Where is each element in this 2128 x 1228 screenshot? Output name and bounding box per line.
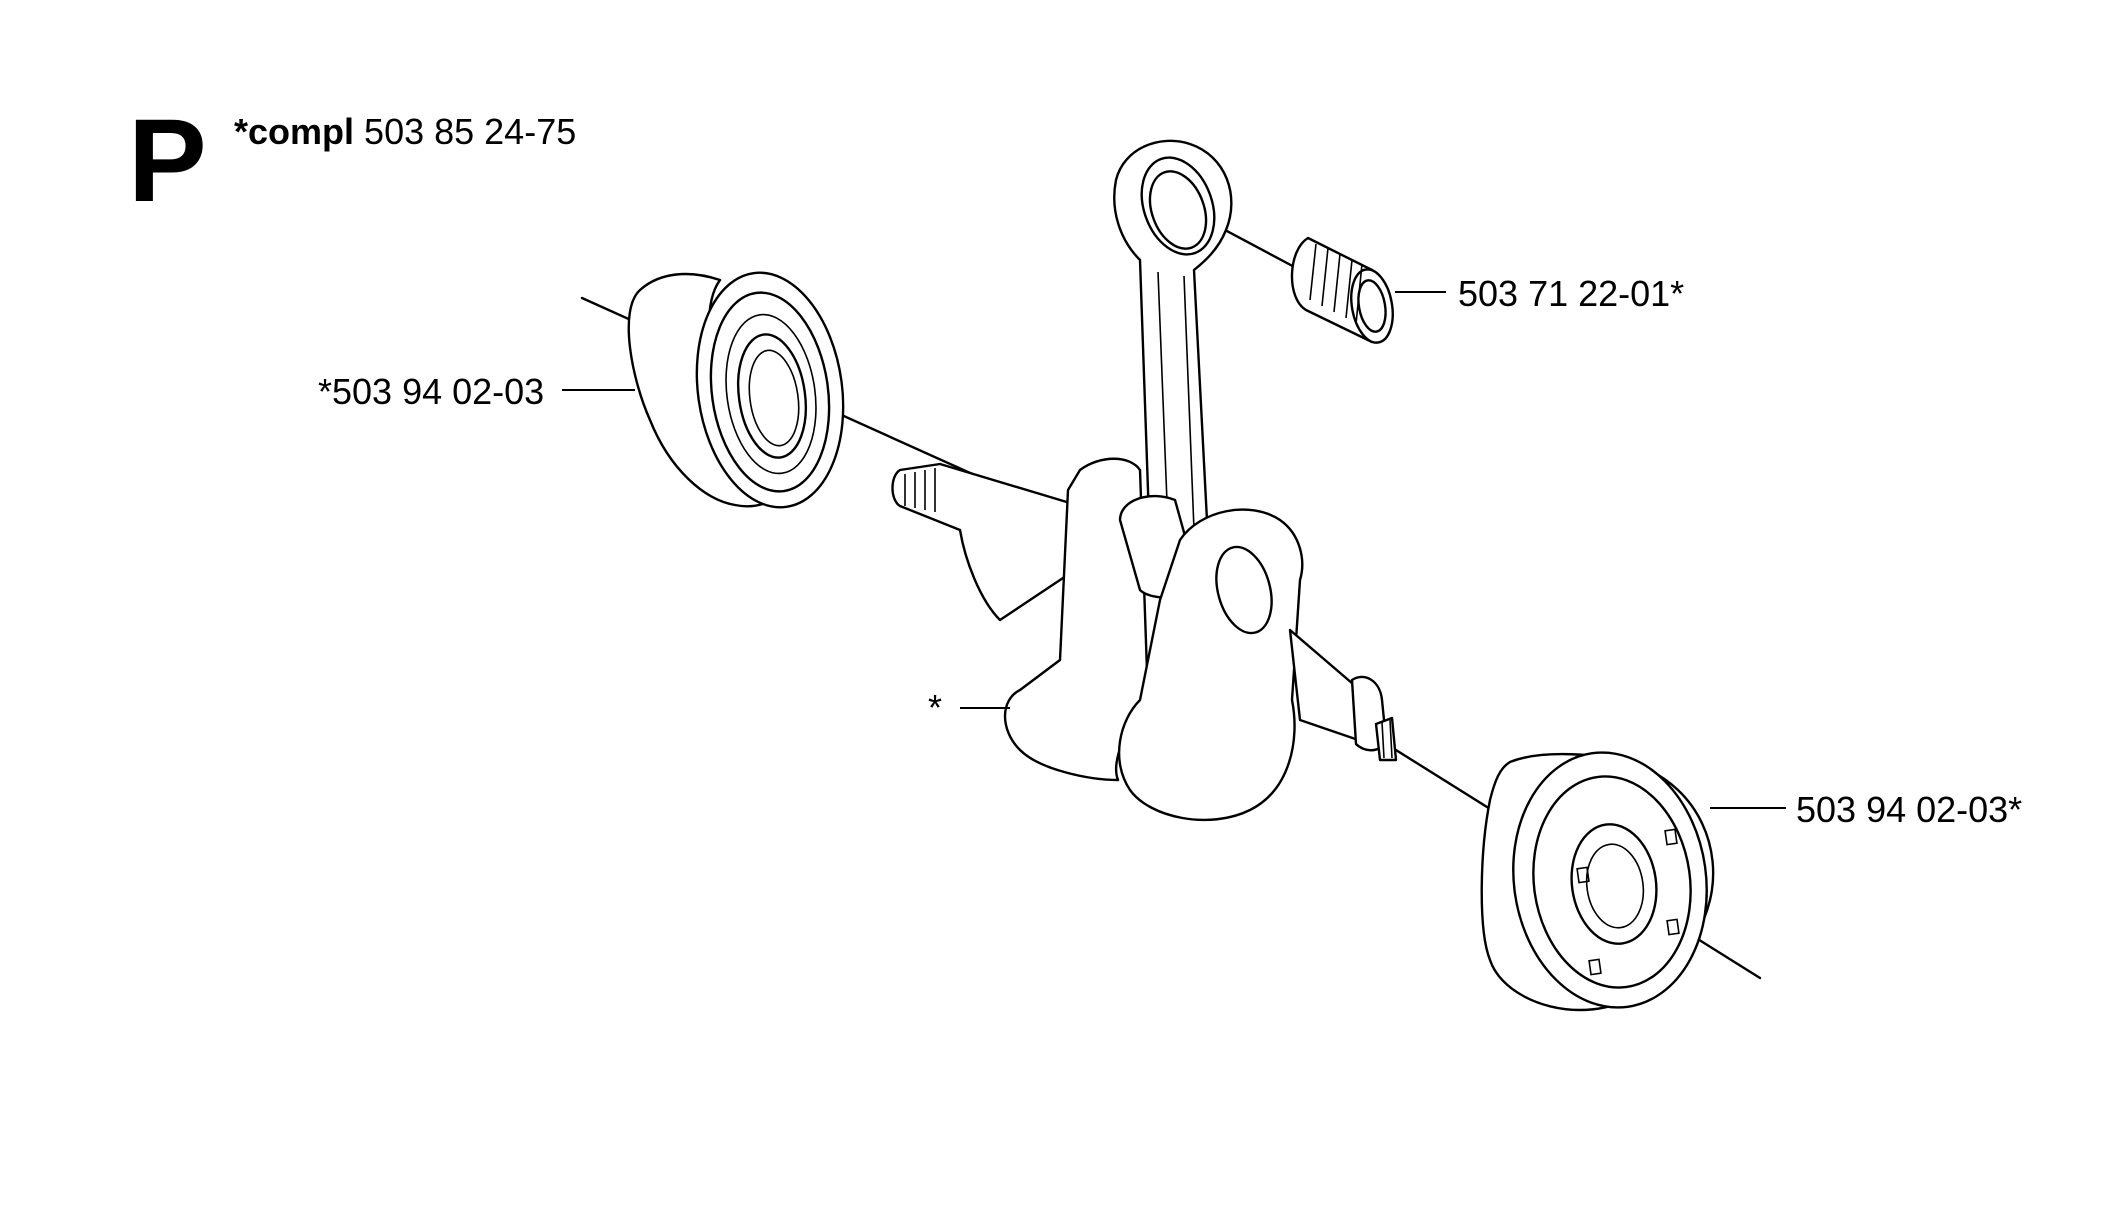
assembly-prefix: *compl bbox=[234, 111, 355, 152]
assembly-header: *compl 503 85 24-75 bbox=[234, 114, 576, 150]
connecting-rod bbox=[1113, 139, 1233, 550]
callout-needle-bearing: 503 71 22-01* bbox=[1458, 273, 1685, 314]
callout-right-bearing: 503 94 02-03* bbox=[1796, 789, 2023, 830]
left-ball-bearing bbox=[627, 271, 845, 509]
callout-crankshaft: * bbox=[928, 687, 943, 728]
right-ball-bearing bbox=[1480, 751, 1715, 1012]
needle-bearing bbox=[1290, 236, 1394, 344]
callout-left-bearing: *503 94 02-03 bbox=[318, 371, 545, 412]
section-letter: P bbox=[128, 95, 207, 227]
assembly-part-number: 503 85 24-75 bbox=[364, 111, 577, 152]
crankshaft bbox=[891, 457, 1398, 822]
